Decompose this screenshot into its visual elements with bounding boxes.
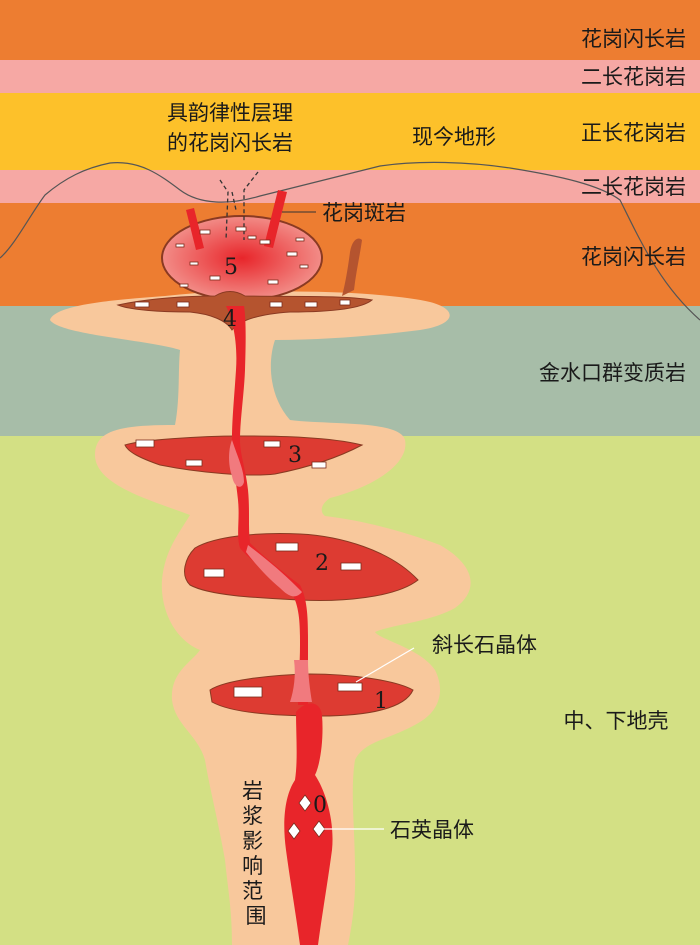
plagioclase-crystals bbox=[134, 226, 363, 698]
stage-number-0: 0 bbox=[313, 793, 327, 818]
layer-label-1: 二长花岗岩 bbox=[581, 65, 686, 89]
stage-number-3: 3 bbox=[288, 443, 302, 468]
stage-number-2: 2 bbox=[315, 551, 329, 576]
layer-band-0 bbox=[0, 0, 700, 60]
influence-range-label: 岩 浆 影 响 范 围 bbox=[242, 779, 270, 928]
layer-label-6: 中、下地壳 bbox=[564, 709, 669, 733]
porphyry-dike bbox=[342, 238, 362, 296]
stage-number-5: 5 bbox=[224, 255, 238, 280]
conduit-mixing-zone bbox=[229, 440, 244, 487]
chamber-3 bbox=[124, 435, 364, 476]
layer-label-3: 二长花岗岩 bbox=[581, 175, 686, 199]
sill-4 bbox=[116, 291, 374, 331]
porphyry-dike-right bbox=[264, 190, 287, 248]
layer-label-2: 正长花岗岩 bbox=[581, 121, 686, 145]
porphyry-dike-left bbox=[186, 208, 204, 250]
conduit-mixing-zone bbox=[290, 660, 312, 702]
layer-label-5: 金水口群变质岩 bbox=[539, 361, 686, 385]
quartz-label: 石英晶体 bbox=[390, 818, 474, 842]
layer-band-2 bbox=[0, 93, 700, 170]
layer-label-4: 花岗闪长岩 bbox=[581, 245, 686, 269]
conduit-mixing-zone bbox=[246, 545, 302, 597]
topography-line bbox=[0, 161, 700, 321]
layered-rock-label-line2: 的花岗闪长岩 bbox=[167, 131, 293, 155]
quartz-crystals bbox=[287, 794, 326, 840]
layer-band-1 bbox=[0, 60, 700, 93]
layered-rock-label-line1: 具韵律性层理 bbox=[167, 101, 293, 125]
plagioclase-label: 斜长石晶体 bbox=[432, 633, 537, 657]
plagioclase-leader-line bbox=[355, 647, 415, 683]
stage-number-1: 1 bbox=[374, 689, 388, 714]
layered-rock-dashes bbox=[219, 171, 259, 241]
chamber-0 bbox=[284, 703, 333, 945]
topography-label: 现今地形 bbox=[412, 125, 496, 149]
porphyry-label: 花岗斑岩 bbox=[322, 201, 406, 225]
layer-band-3 bbox=[0, 170, 700, 203]
stage-number-4: 4 bbox=[223, 307, 237, 332]
layer-label-0: 花岗闪长岩 bbox=[581, 27, 686, 51]
